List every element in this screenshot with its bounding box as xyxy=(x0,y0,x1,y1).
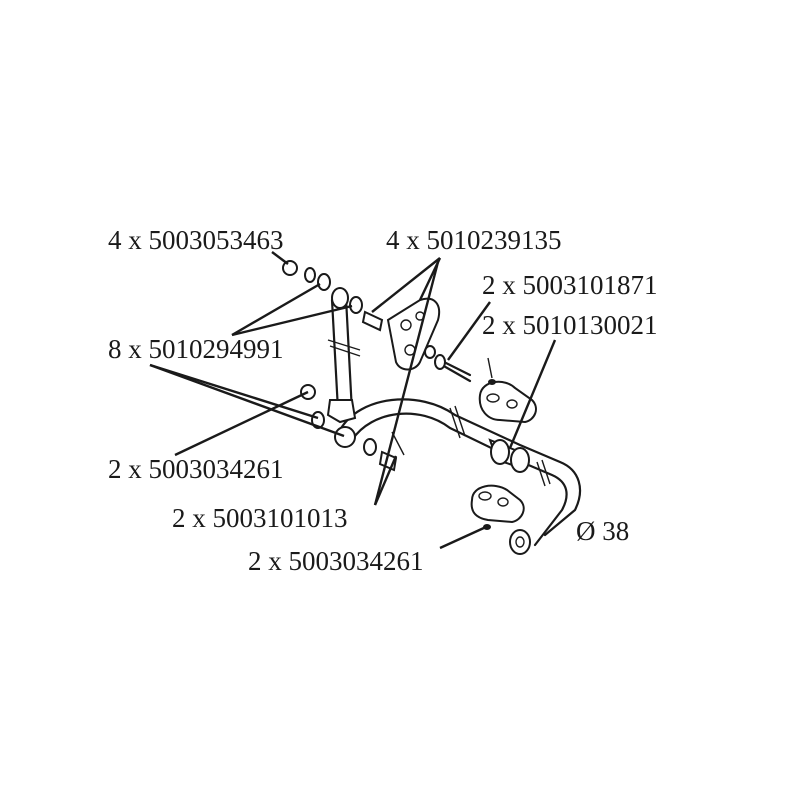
upper-clamp-bracket xyxy=(478,380,537,424)
label-nut-top: 4 x 5003053463 xyxy=(108,225,284,255)
label-washer-left: 8 x 5010294991 xyxy=(108,334,284,364)
label-bolt-mid: 2 x 5003101013 xyxy=(172,503,348,533)
lower-clamp-bracket xyxy=(470,484,525,524)
leader-lines xyxy=(149,251,557,550)
label-nut-bottom: 2 x 5003034261 xyxy=(248,546,424,576)
label-nut-mid: 2 x 5003034261 xyxy=(108,454,284,484)
link-plate xyxy=(386,297,440,371)
label-bolt-right: 2 x 5003101871 xyxy=(482,270,658,300)
top-hardware xyxy=(282,260,384,332)
bar-end-eye xyxy=(509,529,531,555)
drop-link xyxy=(326,287,361,424)
label-diameter: Ø 38 xyxy=(576,516,630,546)
label-clamp-right: 2 x 5010130021 xyxy=(482,310,658,340)
bottom-hardware xyxy=(300,384,491,530)
bar-bushing xyxy=(488,438,530,473)
label-bushing-top: 4 x 5010239135 xyxy=(386,225,562,255)
bolt-right xyxy=(434,354,496,385)
stabilizer-bar xyxy=(338,398,582,555)
